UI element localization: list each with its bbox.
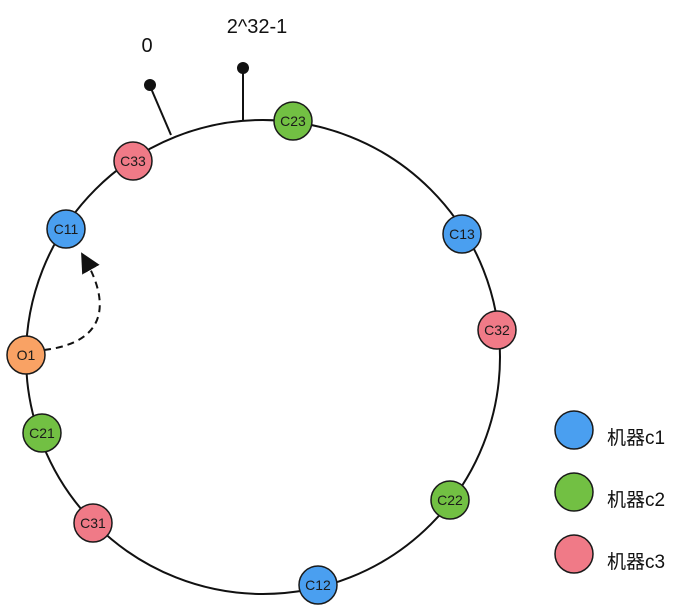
mapping-arrow — [43, 252, 101, 351]
marker-max: 2^32-1 — [227, 16, 288, 120]
legend: 机器c1 机器c2 机器c3 — [554, 410, 665, 574]
node-c13: C13 — [442, 214, 482, 254]
legend-swatch-c2 — [554, 472, 594, 512]
marker-max-label: 2^32-1 — [227, 16, 288, 38]
marker-zero-label: 0 — [141, 35, 152, 57]
marker-zero-dot — [144, 79, 156, 91]
legend-item-c3: 机器c3 — [554, 534, 665, 574]
node-c31-dot — [73, 503, 113, 543]
node-o1-label: O1 — [17, 347, 36, 363]
node-c21-label: C21 — [29, 425, 55, 441]
node-c32-dot — [477, 310, 517, 350]
node-c12-dot — [298, 565, 338, 605]
node-c13-dot — [442, 214, 482, 254]
node-c21: C21 — [22, 413, 62, 453]
node-c21-dot — [22, 413, 62, 453]
node-c33: C33 — [113, 141, 153, 181]
node-c32: C32 — [477, 310, 517, 350]
node-c23-label: C23 — [280, 113, 306, 129]
node-c23-dot — [273, 101, 313, 141]
legend-item-c1: 机器c1 — [554, 410, 665, 450]
marker-max-dot — [237, 62, 249, 74]
node-c12: C12 — [298, 565, 338, 605]
node-c22: C22 — [430, 480, 470, 520]
node-c22-dot — [430, 480, 470, 520]
legend-swatch-c3 — [554, 534, 594, 574]
node-c31-label: C31 — [80, 515, 106, 531]
node-c33-dot — [113, 141, 153, 181]
node-c11-dot — [46, 209, 86, 249]
node-c32-label: C32 — [484, 322, 510, 338]
marker-zero: 0 — [141, 35, 172, 136]
node-o1-dot — [6, 335, 46, 375]
legend-label-c1: 机器c1 — [607, 427, 665, 449]
legend-label-c2: 机器c2 — [607, 489, 665, 511]
node-c31: C31 — [73, 503, 113, 543]
legend-swatch-c1 — [554, 410, 594, 450]
node-c23: C23 — [273, 101, 313, 141]
node-c12-label: C12 — [305, 577, 331, 593]
node-c33-label: C33 — [120, 153, 146, 169]
legend-item-c2: 机器c2 — [554, 472, 665, 512]
marker-zero-stem — [149, 85, 172, 136]
node-c13-label: C13 — [449, 226, 475, 242]
legend-label-c3: 机器c3 — [607, 551, 665, 573]
node-c22-label: C22 — [437, 492, 463, 508]
node-c11: C11 — [46, 209, 86, 249]
node-c11-label: C11 — [54, 221, 79, 237]
node-o1: O1 — [6, 335, 46, 375]
